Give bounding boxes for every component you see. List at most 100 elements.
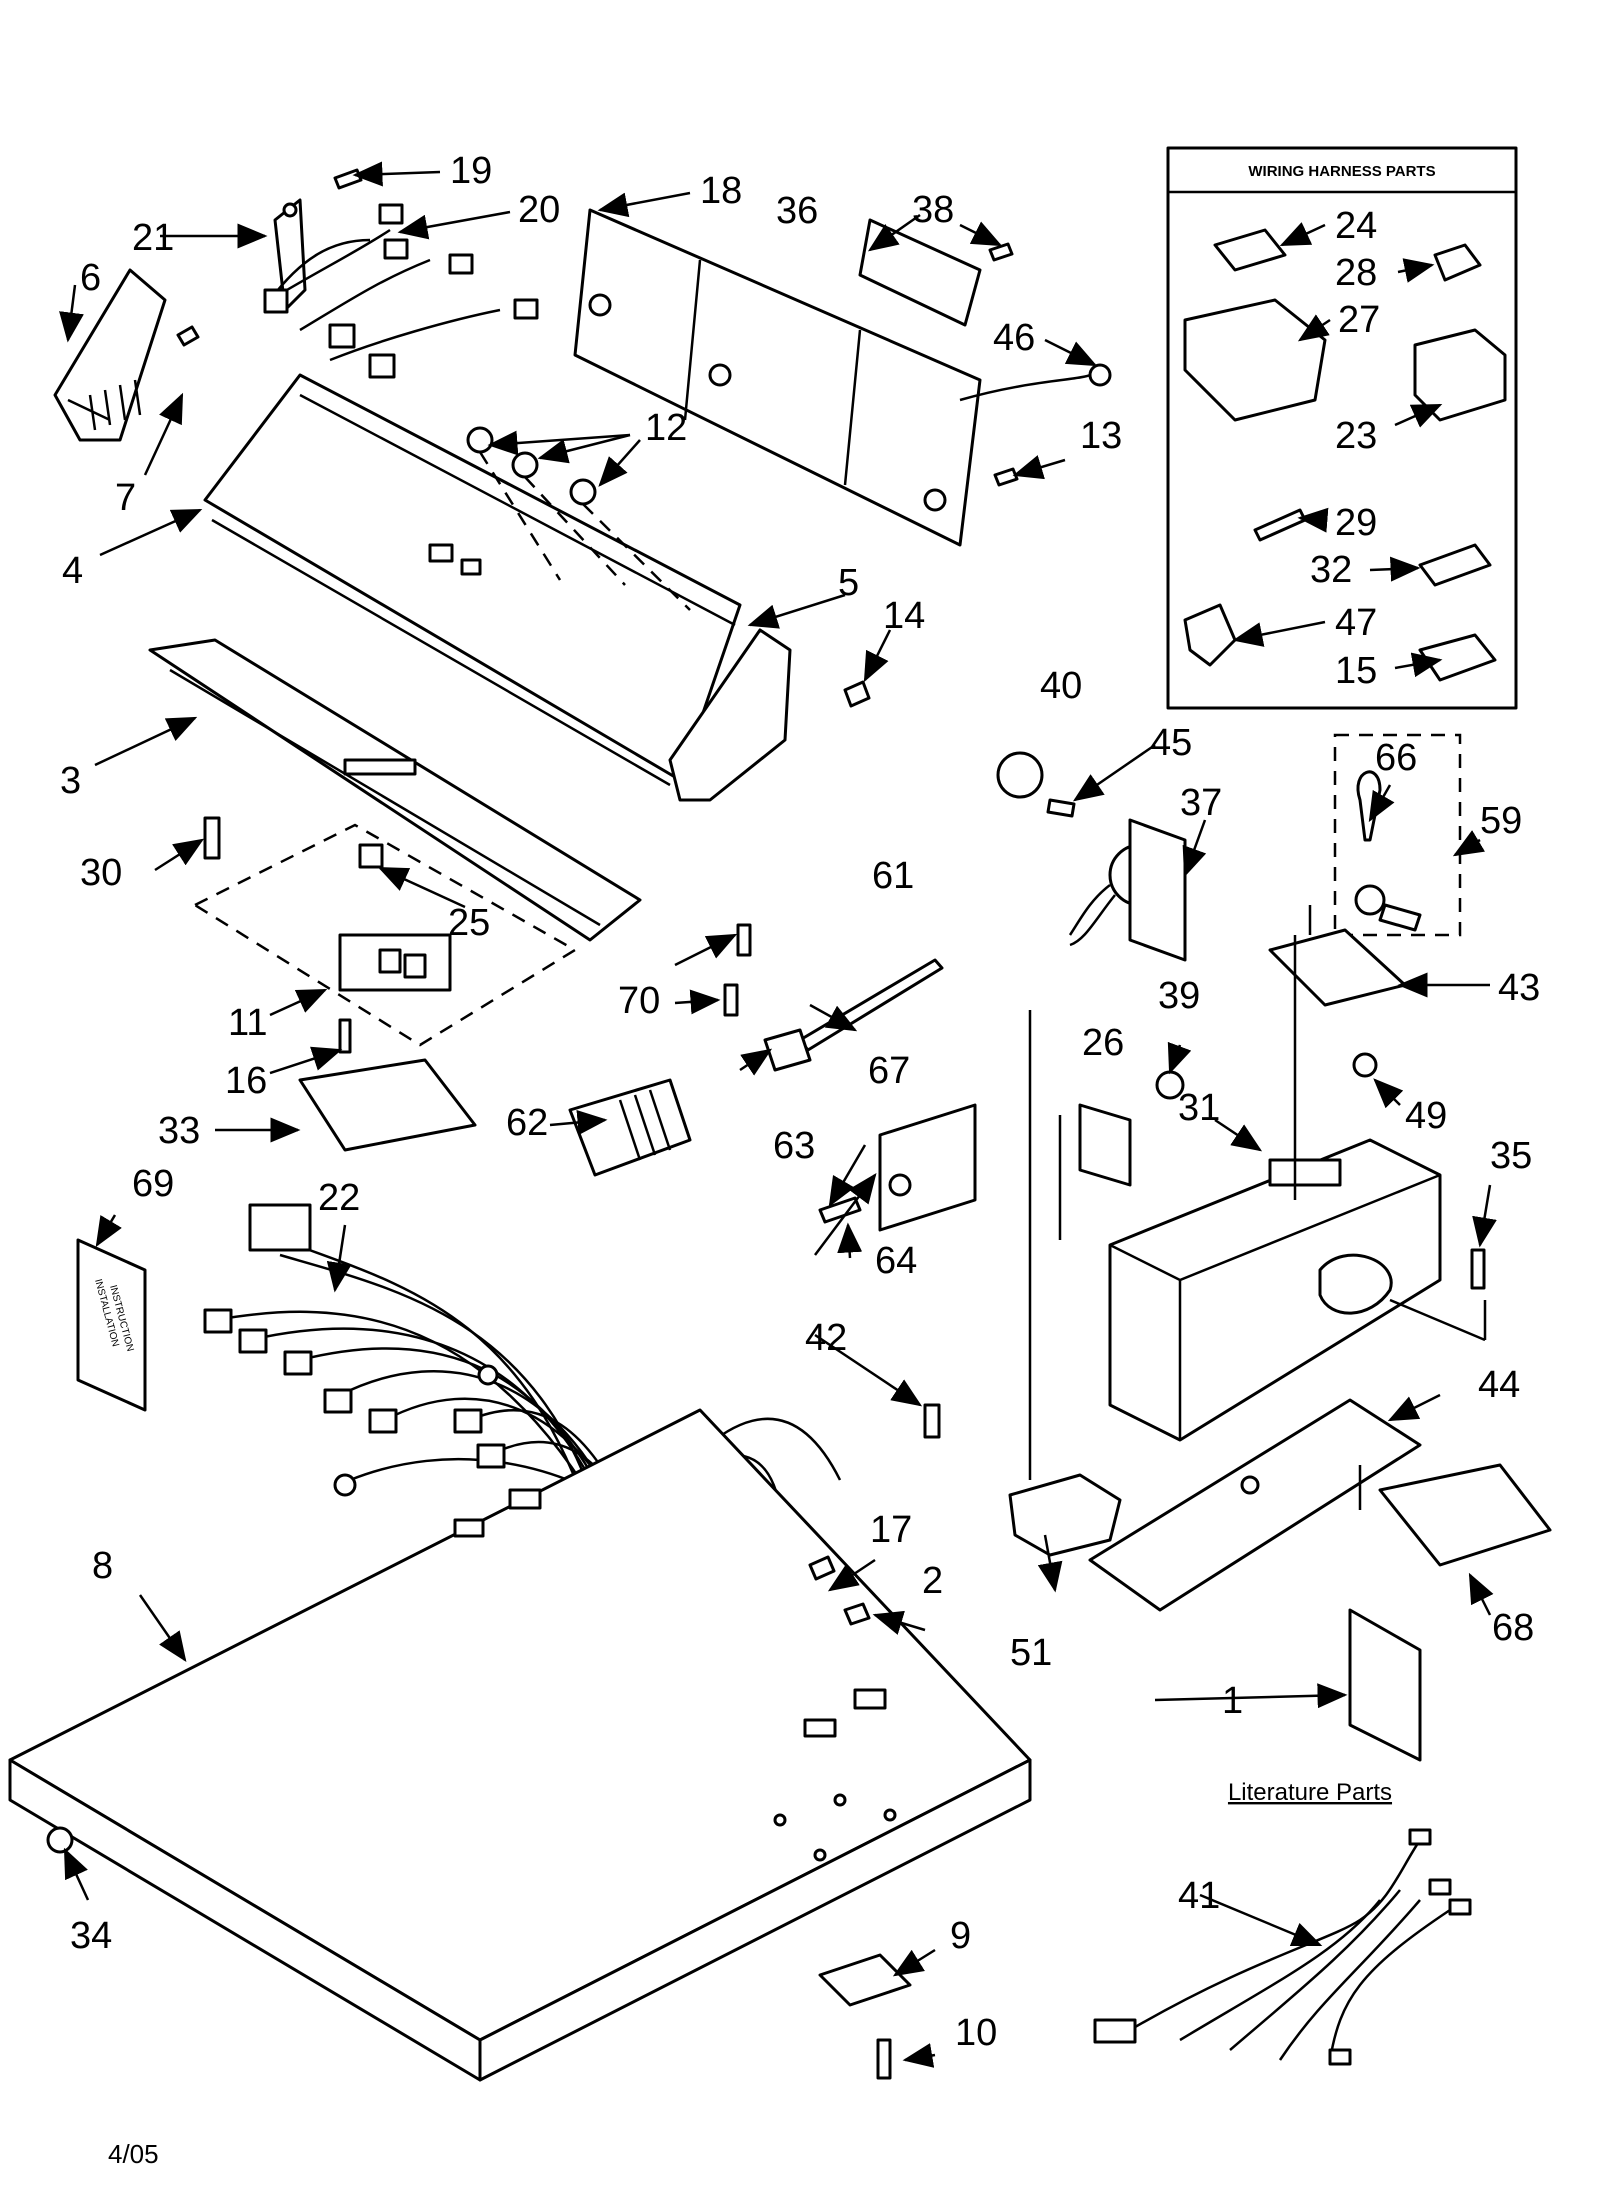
callout-29: 29: [1335, 502, 1377, 544]
callout-34: 34: [70, 1915, 112, 1957]
callout-45: 45: [1150, 722, 1192, 764]
callout-26: 26: [1082, 1022, 1124, 1064]
screw-42: [923, 1403, 941, 1439]
screw-16: [338, 1018, 352, 1054]
callout-37: 37: [1180, 782, 1222, 824]
callout-3: 3: [60, 760, 81, 802]
switch-assembly-11: [192, 823, 578, 1047]
bracket-43: [1268, 928, 1407, 1007]
screw-30: [203, 816, 221, 860]
callout-25: 25: [448, 902, 490, 944]
callout-24: 24: [1335, 205, 1377, 247]
callout-5: 5: [838, 562, 859, 604]
callout-14: 14: [883, 595, 925, 637]
callout-31: 31: [1178, 1087, 1220, 1129]
callout-13: 13: [1080, 415, 1122, 457]
switch-59: [1333, 733, 1462, 937]
end-cap-right-5: [668, 628, 792, 802]
callout-59: 59: [1480, 800, 1522, 842]
callout-69: 69: [132, 1163, 174, 1205]
callout-arrows: [59, 161, 1497, 2068]
callout-22: 22: [318, 1177, 360, 1219]
screw-17-clip-2: [808, 1555, 871, 1626]
screw-38: [988, 242, 1014, 262]
cup-51: [1008, 1473, 1122, 1557]
harness-box-title: WIRING HARNESS PARTS: [1248, 163, 1435, 180]
callout-28: 28: [1335, 252, 1377, 294]
screw-19: [333, 168, 363, 190]
callout-43: 43: [1498, 967, 1540, 1009]
cabinet-top-8: [8, 1408, 1032, 2082]
callout-39: 39: [1158, 975, 1200, 1017]
callout-1: 1: [1222, 1680, 1243, 1722]
callout-67: 67: [868, 1050, 910, 1092]
screw-45: [1046, 798, 1076, 818]
callout-17: 17: [870, 1509, 912, 1551]
callout-32: 32: [1310, 549, 1352, 591]
guide-lines: [1028, 905, 1487, 1510]
gearcase-31: [1108, 1138, 1442, 1442]
callout-66: 66: [1375, 737, 1417, 779]
screw-13: [993, 467, 1019, 487]
callout-4: 4: [62, 550, 83, 592]
screws-70: [723, 923, 752, 1017]
callout-numbers: 19 20 21 6 7 4 18 12 5 14 3 30 25 11 16 …: [60, 150, 1540, 2054]
callout-15: 15: [1335, 650, 1377, 692]
wire-harness-41: [1093, 1828, 1472, 2066]
plugs-12: [466, 426, 691, 611]
block-62: [568, 1078, 692, 1177]
screw-7: [176, 325, 200, 347]
harness-box-arrows: [1232, 222, 1443, 678]
nut-49: [1352, 1052, 1378, 1078]
callout-70: 70: [618, 980, 660, 1022]
callout-8: 8: [92, 1545, 113, 1587]
rear-panel-18: [573, 208, 982, 547]
plate-67: [763, 1028, 812, 1072]
callout-11: 11: [228, 1002, 267, 1044]
callout-63: 63: [773, 1125, 815, 1167]
callout-47: 47: [1335, 602, 1377, 644]
date-code: 4/05: [108, 2139, 159, 2169]
switch-harness-20: [263, 203, 539, 379]
callout-6: 6: [80, 257, 101, 299]
callout-18: 18: [700, 170, 742, 212]
callout-36: 36: [776, 190, 818, 232]
callout-51: 51: [1010, 1632, 1052, 1674]
callout-35: 35: [1490, 1135, 1532, 1177]
knob-40: [996, 751, 1044, 799]
rail-3: [148, 638, 642, 942]
cover-33: [298, 1058, 477, 1152]
callout-7: 7: [115, 477, 136, 519]
callout-30: 30: [80, 852, 122, 894]
callout-2: 2: [922, 1560, 943, 1602]
callout-49: 49: [1405, 1095, 1447, 1137]
literature-1: [1348, 1608, 1422, 1762]
callout-27: 27: [1338, 299, 1380, 341]
cover-68: [1378, 1463, 1552, 1567]
bracket-26: [1078, 1103, 1132, 1187]
installation-booklet-69: INSTALLATION INSTRUCTION: [76, 1238, 147, 1412]
literature-parts-label: Literature Parts: [1228, 1779, 1392, 1806]
callout-40: 40: [1040, 665, 1082, 707]
callout-10: 10: [955, 2012, 997, 2054]
callout-42: 42: [805, 1317, 847, 1359]
pad-34: [46, 1826, 74, 1854]
callout-19: 19: [450, 150, 492, 192]
clip-14: [843, 680, 871, 708]
callout-61: 61: [872, 855, 914, 897]
screw-35: [1470, 1248, 1486, 1290]
callout-68: 68: [1492, 1607, 1534, 1649]
callout-64: 64: [875, 1240, 917, 1282]
motor-37: [1068, 818, 1187, 962]
callout-44: 44: [1478, 1364, 1520, 1406]
callout-21: 21: [132, 217, 174, 259]
callout-38: 38: [912, 189, 954, 231]
screw-10: [876, 2038, 892, 2080]
harness-connectors: [1183, 228, 1507, 682]
callout-9: 9: [950, 1915, 971, 1957]
ground-wire-46: [959, 363, 1112, 402]
callout-23: 23: [1335, 415, 1377, 457]
callout-20: 20: [518, 189, 560, 231]
callout-16: 16: [225, 1060, 267, 1102]
